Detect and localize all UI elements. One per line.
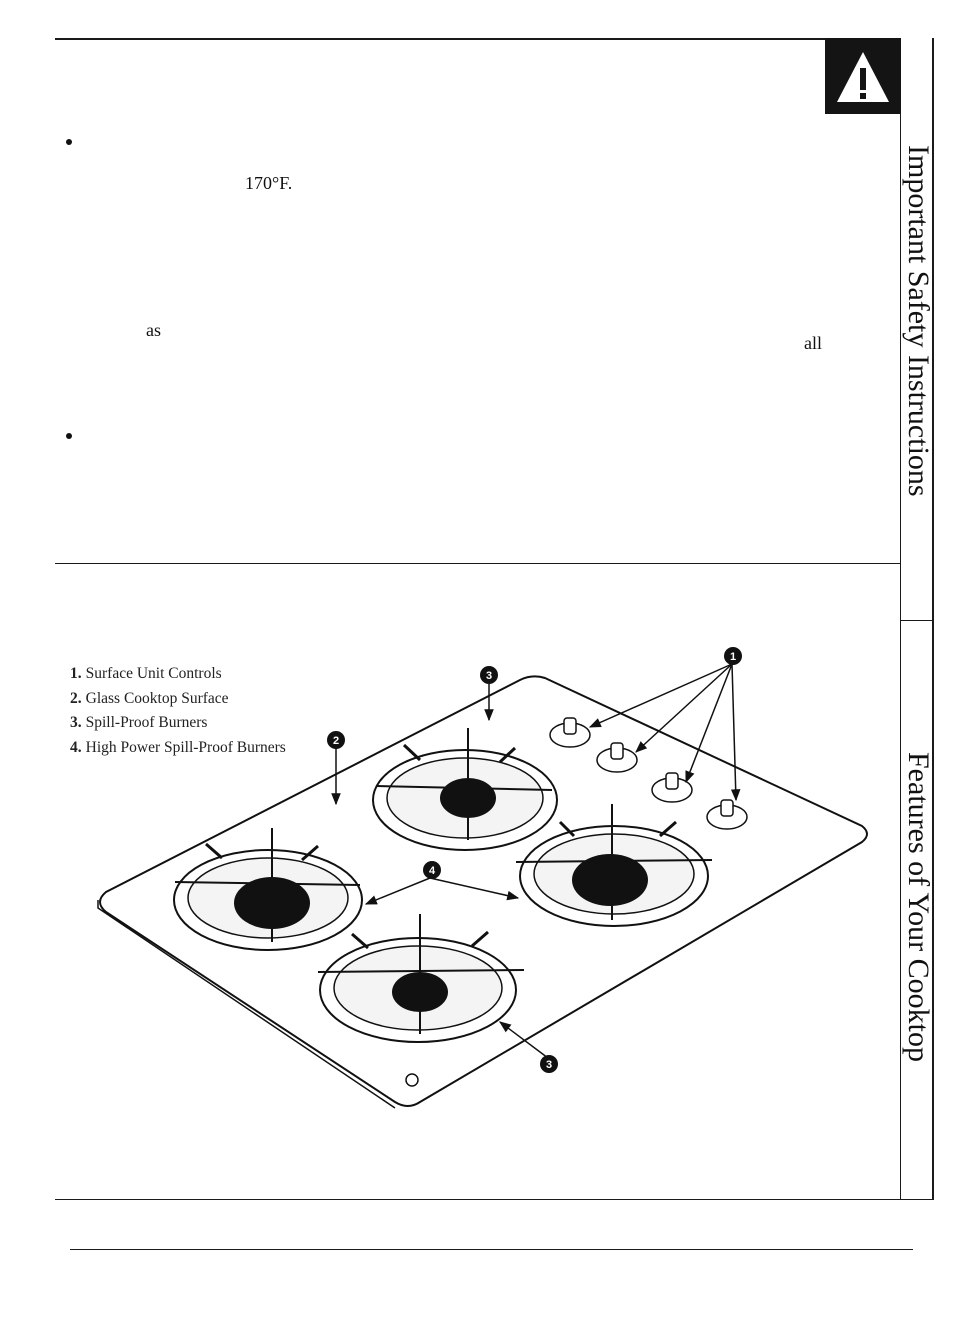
svg-text:1: 1 xyxy=(730,651,736,663)
legend-item: 3.Spill-Proof Burners xyxy=(70,714,208,731)
callout-1: 1 xyxy=(724,647,742,665)
svg-text:2: 2 xyxy=(333,735,339,747)
brand-logo-icon xyxy=(405,1073,419,1087)
exclamation-triangle-icon xyxy=(837,52,889,102)
legend-item: 2.Glass Cooktop Surface xyxy=(70,689,229,707)
section-divider xyxy=(55,563,900,564)
section-bottom-rule xyxy=(55,1199,932,1200)
legend-item: 4.High Power Spill-Proof Burners xyxy=(70,738,286,756)
burner-left xyxy=(173,828,363,951)
feature-legend: 1.Surface Unit Controls 2.Glass Cooktop … xyxy=(70,662,286,760)
control-knobs xyxy=(549,717,748,830)
burner-right xyxy=(515,804,713,927)
svg-text:3: 3 xyxy=(546,1059,552,1071)
cooktop-illustration: 1 3 2 4 3 xyxy=(97,647,868,1109)
warning-box xyxy=(825,38,901,114)
svg-text:4: 4 xyxy=(429,865,436,877)
callout-2: 2 xyxy=(327,731,345,749)
bullet-2 xyxy=(66,433,72,439)
sidebar-title-safety: Important Safety Instructions xyxy=(902,145,935,497)
legend-item: 1.Surface Unit Controls xyxy=(70,665,222,682)
burner-back xyxy=(372,728,558,851)
footer-rule xyxy=(70,1249,913,1250)
bullet-1 xyxy=(66,139,72,145)
sidebar-left-rule xyxy=(900,114,901,1200)
sidebar-right-rule xyxy=(932,38,934,1200)
sidebar-title-features: Features of Your Cooktop xyxy=(902,752,935,1063)
text-fragment-as: as xyxy=(146,320,161,340)
temperature-fragment: 170°F. xyxy=(245,173,293,193)
callout-3-top: 3 xyxy=(480,666,498,684)
sidebar-tab-rule xyxy=(901,620,932,621)
callout-4: 4 xyxy=(423,861,441,879)
top-rule xyxy=(55,38,900,40)
text-fragment-all: all xyxy=(804,333,822,353)
burner-front xyxy=(317,914,525,1043)
svg-text:3: 3 xyxy=(486,670,492,682)
callout-3-bottom: 3 xyxy=(540,1055,558,1073)
